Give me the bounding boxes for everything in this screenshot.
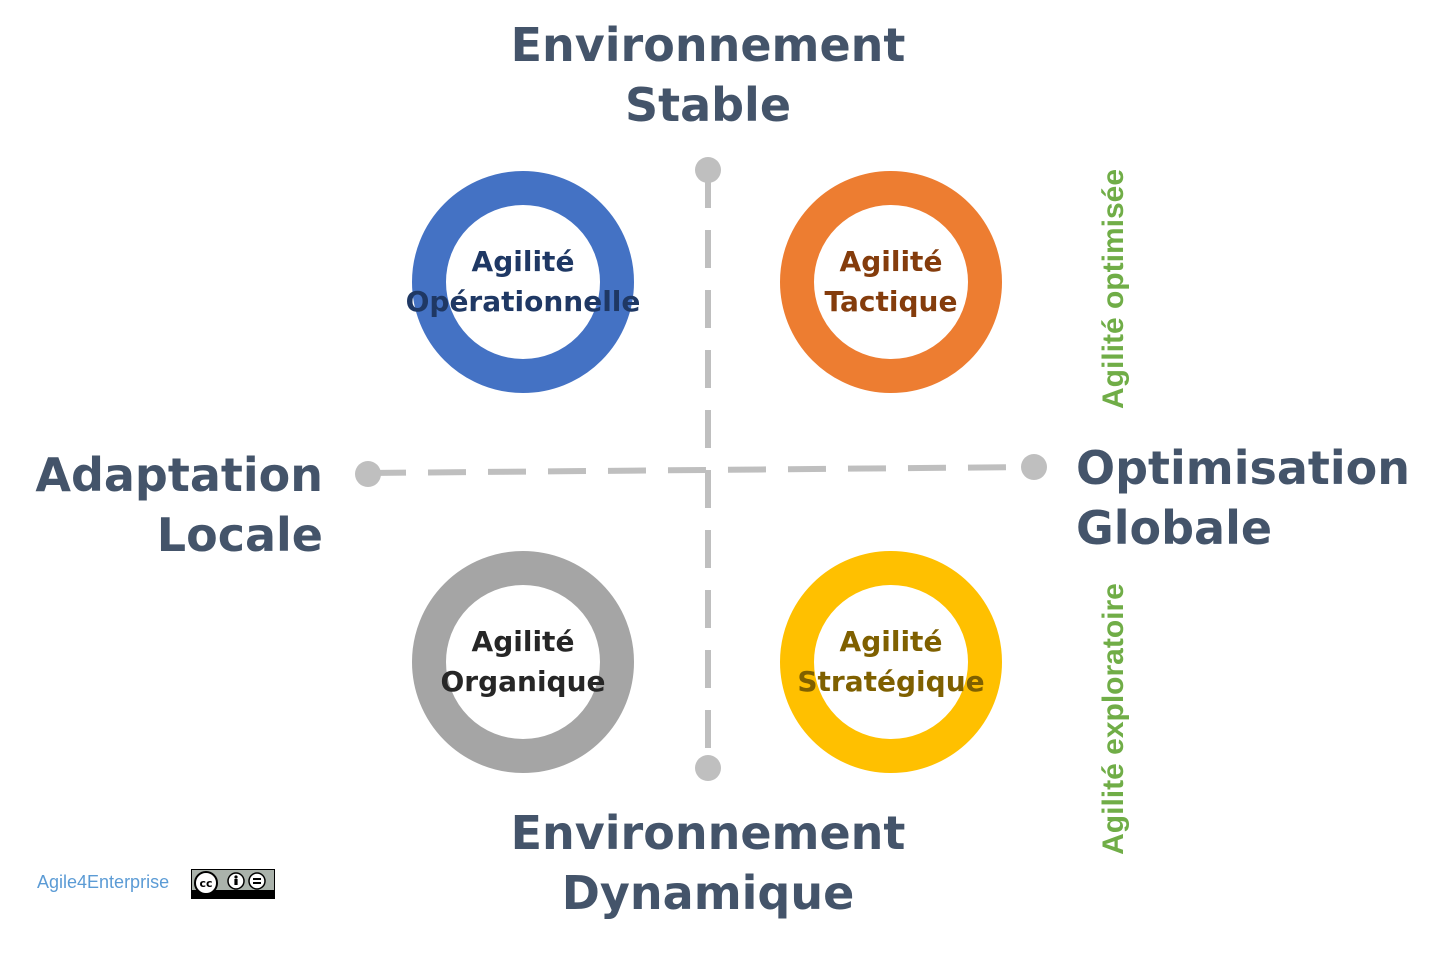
credit-text: Agile4Enterprise — [37, 872, 170, 892]
cc-by-nd-icon: cc — [191, 869, 275, 899]
vertical-axis-bottom-endpoint — [695, 755, 721, 781]
label-tactique-line1: Agilité — [839, 245, 943, 278]
axis-label-right-line1: Optimisation — [1076, 441, 1411, 495]
label-organique: Agilité Organique — [373, 622, 673, 702]
axis-label-top-line2: Stable — [624, 78, 792, 132]
axis-label-left: Adaptation Locale — [0, 445, 323, 565]
side-label-upper: Agilité optimisée — [1097, 168, 1130, 410]
label-operationnelle: Agilité Opérationnelle — [373, 242, 673, 322]
label-tactique: Agilité Tactique — [741, 242, 1041, 322]
axis-label-bottom-line1: Environnement — [510, 806, 906, 860]
label-tactique-line2: Tactique — [824, 285, 958, 318]
horizontal-axis-left-endpoint — [355, 461, 381, 487]
axis-label-top-line1: Environnement — [510, 18, 906, 72]
axis-label-bottom-line2: Dynamique — [561, 866, 855, 920]
label-strategique: Agilité Stratégique — [741, 622, 1041, 702]
label-organique-line1: Agilité — [471, 625, 575, 658]
side-label-lower: Agilité exploratoire — [1097, 583, 1130, 855]
axis-label-right-line2: Globale — [1076, 501, 1273, 555]
label-strategique-line1: Agilité — [839, 625, 943, 658]
axis-label-top: Environnement Stable — [458, 15, 958, 135]
axis-label-left-line2: Locale — [156, 508, 323, 562]
label-operationnelle-line2: Opérationnelle — [405, 285, 641, 318]
horizontal-axis-right-endpoint — [1021, 454, 1047, 480]
horizontal-axis — [367, 464, 1035, 476]
vertical-axis-top-endpoint — [695, 157, 721, 183]
label-operationnelle-line1: Agilité — [471, 245, 575, 278]
axis-label-left-line1: Adaptation — [35, 448, 323, 502]
axis-label-bottom: Environnement Dynamique — [458, 803, 958, 923]
label-strategique-line2: Stratégique — [797, 665, 985, 698]
label-organique-line2: Organique — [440, 665, 606, 698]
axis-label-right: Optimisation Globale — [1076, 438, 1446, 558]
svg-text:cc: cc — [199, 877, 212, 890]
